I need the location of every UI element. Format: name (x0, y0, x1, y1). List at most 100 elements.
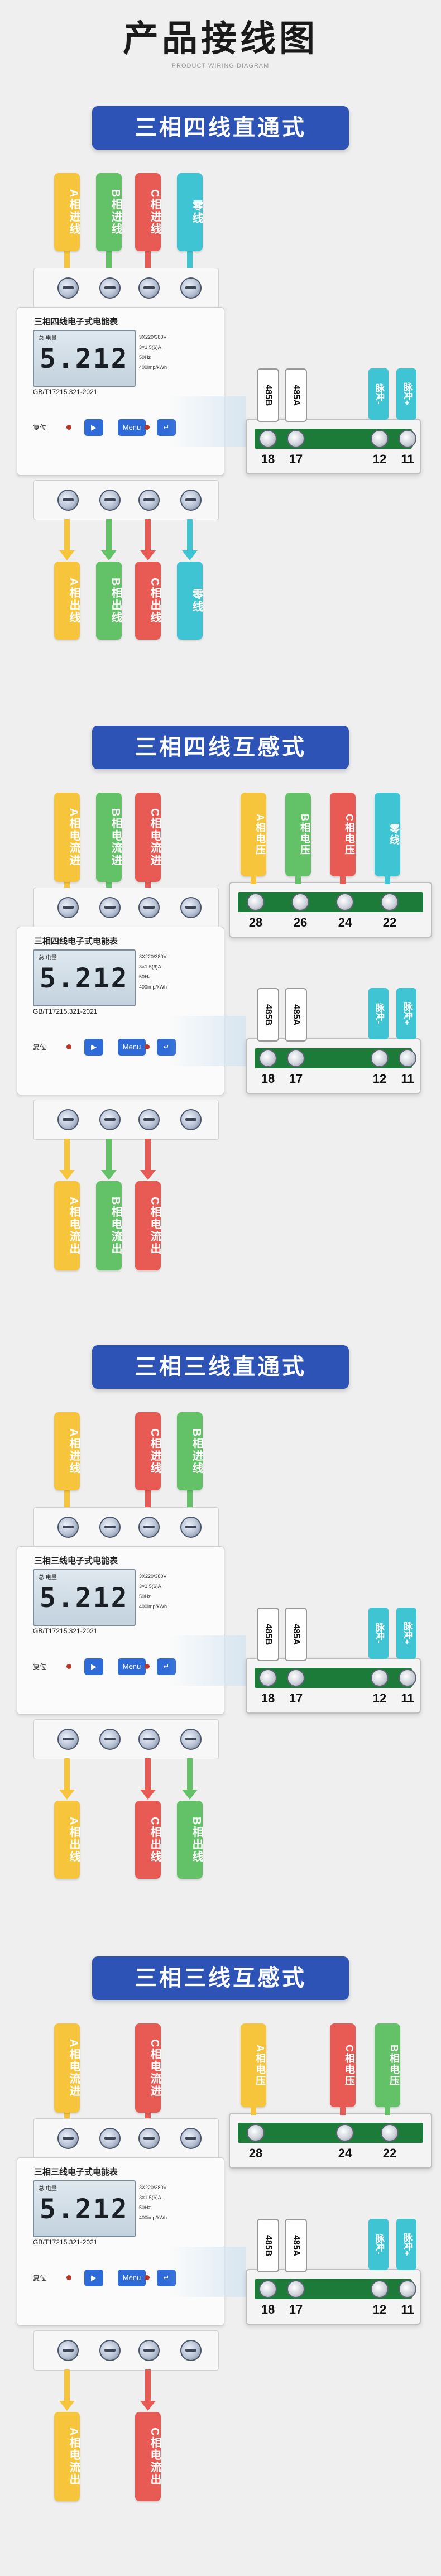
voltage-tag: C相电压 (330, 793, 356, 876)
output-wire (106, 1139, 112, 1172)
lcd-reading: 5.212 (40, 963, 129, 994)
wire-arrow (59, 1170, 75, 1180)
output-tag: B相出线 (177, 1801, 203, 1879)
terminal-screw (138, 2128, 160, 2149)
terminal-screw (99, 897, 121, 918)
meter-name: 三相三线电子式电能表 (34, 2167, 118, 2177)
port-number: 12 (372, 1691, 387, 1705)
voltage-wire (385, 865, 390, 884)
section-title: 三相四线直通式 (92, 106, 349, 150)
spec-line: 3×1.5(6)A (139, 964, 161, 970)
input-wire (187, 240, 193, 285)
terminal-screw (180, 277, 202, 299)
terminal-screw (57, 1517, 79, 1538)
port-number: 11 (401, 1072, 414, 1086)
output-wire (64, 519, 70, 553)
top-terminal-row (33, 2118, 219, 2158)
voltage-port-number: 24 (338, 2146, 352, 2160)
spec-line: 50Hz (139, 2205, 151, 2210)
port-screw (371, 430, 389, 448)
page-title: 产品接线图 (123, 18, 318, 59)
port-number: 12 (372, 452, 387, 466)
output-wire (145, 2369, 151, 2403)
input-tag: B相进线 (177, 1412, 203, 1490)
terminal-screw (99, 1729, 121, 1750)
port-screw (399, 1049, 416, 1067)
terminal-screw (180, 897, 202, 918)
standard-label: GB/T17215.321-2021 (33, 1627, 98, 1635)
play-button[interactable]: ▶ (84, 1658, 103, 1675)
zoom-lens (167, 1016, 246, 1066)
terminal-screw (99, 2340, 121, 2361)
voltage-port-number: 22 (382, 2146, 397, 2160)
output-tag: C相出线 (135, 1801, 161, 1879)
output-tag: C相电流出 (135, 2412, 161, 2501)
output-tag: A相出线 (54, 1801, 80, 1879)
voltage-port-number: 24 (338, 915, 352, 929)
status-led (145, 2275, 150, 2280)
section-title: 三相四线互感式 (92, 726, 349, 769)
port-label: 脉冲- (368, 1608, 389, 1659)
port-number: 11 (401, 452, 414, 466)
terminal-screw (57, 897, 79, 918)
output-wire (145, 519, 151, 553)
input-tag: C相电流进 (135, 793, 161, 882)
output-wire (187, 1758, 193, 1792)
port-number: 18 (261, 452, 275, 466)
spec-line: 3×1.5(6)A (139, 2195, 161, 2200)
terminal-screw (180, 1729, 202, 1750)
spec-line: 400imp/kWh (139, 984, 167, 990)
voltage-wire (340, 2096, 346, 2115)
meter-name: 三相四线电子式电能表 (34, 937, 118, 946)
voltage-screw (291, 893, 309, 911)
menu-button[interactable]: Menu (118, 2270, 146, 2286)
input-wire (187, 1479, 193, 1524)
spec-line: 3X220/380V (139, 2185, 167, 2190)
terminal-screw (57, 1729, 79, 1750)
voltage-wire (251, 865, 256, 884)
play-button[interactable]: ▶ (84, 2270, 103, 2286)
reset-label: 复位 (33, 2274, 47, 2282)
zoom-lens (167, 2247, 246, 2297)
port-label: 脉冲+ (396, 2219, 416, 2270)
lcd-indicator: 总 电量 (39, 1575, 57, 1581)
play-button[interactable]: ▶ (84, 1039, 103, 1056)
terminal-screw (180, 2340, 202, 2361)
port-label: 485B (257, 1608, 279, 1661)
menu-button[interactable]: Menu (118, 1039, 146, 1056)
port-number: 17 (289, 1691, 303, 1705)
voltage-screw (381, 2124, 399, 2142)
menu-button[interactable]: Menu (118, 1658, 146, 1675)
port-label: 485A (285, 1608, 307, 1661)
output-tag: A相电流出 (54, 1181, 80, 1270)
spec-line: 50Hz (139, 1594, 151, 1599)
input-wire (64, 1479, 70, 1524)
reset-label: 复位 (33, 1663, 47, 1671)
port-number: 17 (289, 452, 303, 466)
port-screw (399, 1669, 416, 1687)
port-screw (287, 430, 305, 448)
menu-button[interactable]: Menu (118, 419, 146, 436)
output-tag: B相电流出 (96, 1181, 122, 1270)
bottom-terminal-row (33, 2330, 219, 2371)
lcd-reading: 5.212 (40, 2194, 129, 2225)
zoom-lens (167, 396, 246, 447)
terminal-strip: 18 17 12 11 (246, 419, 421, 474)
play-button[interactable]: ▶ (84, 419, 103, 436)
input-tag: C相进线 (135, 173, 161, 251)
output-wire (64, 1758, 70, 1792)
spec-line: 3X220/380V (139, 1574, 167, 1579)
port-screw (259, 2280, 277, 2298)
port-screw (399, 2280, 416, 2298)
port-label: 485A (285, 2219, 307, 2272)
wire-arrow (59, 1790, 75, 1800)
port-label: 脉冲+ (396, 988, 416, 1039)
status-led (66, 1664, 71, 1669)
port-screw (259, 1049, 277, 1067)
status-led (145, 1044, 150, 1049)
status-led (66, 425, 71, 430)
terminal-screw (138, 1517, 160, 1538)
